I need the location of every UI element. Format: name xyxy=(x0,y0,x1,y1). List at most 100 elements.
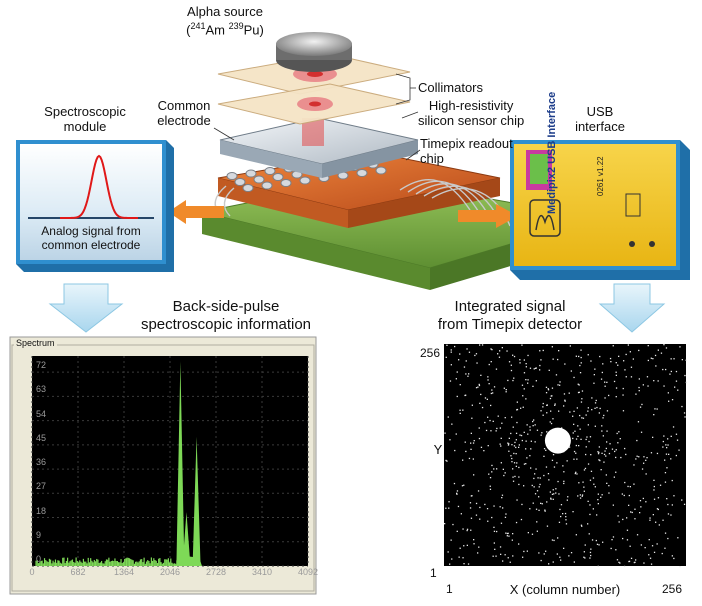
spectrum-y-tick: 9 xyxy=(36,529,42,540)
hit-pixel xyxy=(536,521,538,523)
hit-pixel xyxy=(472,458,474,460)
hit-pixel xyxy=(670,514,672,516)
hit-pixel xyxy=(558,493,560,495)
hit-pixel xyxy=(587,424,589,426)
spectrum-y-tick: 27 xyxy=(36,481,47,492)
hit-pixel xyxy=(487,416,489,418)
hit-pixel xyxy=(530,448,532,450)
hit-pixel xyxy=(479,402,481,404)
hit-pixel xyxy=(542,349,544,352)
hit-pixel xyxy=(615,396,617,398)
hit-pixel xyxy=(461,485,464,487)
hit-pixel xyxy=(445,356,447,358)
hit-pixel xyxy=(657,497,660,499)
hit-pixel xyxy=(454,345,456,348)
hit-pixel xyxy=(466,348,468,350)
hit-pixel xyxy=(479,344,481,346)
hit-pixel xyxy=(503,474,505,477)
hit-pixel xyxy=(657,349,659,351)
spectrum-grid xyxy=(31,356,309,567)
sensor-chip-label: High-resistivity silicon sensor chip xyxy=(418,98,524,128)
hit-pixel xyxy=(608,492,610,494)
hit-pixel xyxy=(466,529,468,532)
hit-pixel xyxy=(570,552,573,554)
hit-pixel xyxy=(472,442,475,444)
spectrum-y-tick: 0 xyxy=(36,554,42,564)
hit-pixel xyxy=(519,359,521,361)
hit-pixel xyxy=(468,457,471,460)
hit-pixel xyxy=(449,439,451,441)
hit-pixel xyxy=(456,492,458,494)
hit-pixel xyxy=(581,495,583,497)
hit-pixel xyxy=(493,468,495,470)
hit-pixel xyxy=(502,560,504,562)
hit-pixel xyxy=(522,395,524,397)
hit-pixel xyxy=(603,461,605,463)
hit-pixel xyxy=(492,392,494,394)
hit-pixel xyxy=(639,406,642,408)
hit-pixel xyxy=(601,494,603,496)
hit-pixel xyxy=(491,471,493,473)
hit-pixel xyxy=(664,547,666,549)
hit-pixel xyxy=(470,448,472,450)
hit-pixel xyxy=(580,401,583,403)
hit-pixel xyxy=(526,424,528,426)
hit-pixel xyxy=(478,437,481,440)
hit-pixel xyxy=(674,386,676,388)
alpha-source-disc xyxy=(276,32,352,72)
hit-pixel xyxy=(645,459,647,461)
hit-pixel xyxy=(638,349,640,352)
hit-pixel xyxy=(505,532,507,534)
hit-pixel xyxy=(583,469,586,471)
hit-pixel xyxy=(455,433,457,435)
hit-pixel xyxy=(579,494,581,496)
hit-pixel xyxy=(595,539,597,542)
hit-pixel xyxy=(638,378,640,380)
hit-pixel xyxy=(593,483,595,485)
hit-pixel xyxy=(456,395,458,398)
hit-pixel xyxy=(635,393,637,395)
hit-pixel xyxy=(662,440,664,443)
hit-pixel xyxy=(500,445,502,447)
backside-pulse-heading: Back-side-pulse spectroscopic informatio… xyxy=(126,298,326,334)
hit-pixel xyxy=(576,473,578,475)
hit-pixel xyxy=(484,421,486,424)
hit-map-pixels xyxy=(444,344,687,568)
hit-pixel xyxy=(536,530,538,532)
hit-pixel xyxy=(523,463,526,465)
hit-pixel xyxy=(649,517,651,519)
hit-pixel xyxy=(576,458,578,460)
hit-pixel xyxy=(520,407,522,409)
hit-pixel xyxy=(491,389,493,391)
hit-pixel xyxy=(450,364,452,366)
hit-pixel xyxy=(540,434,542,436)
hit-pixel xyxy=(470,442,472,444)
hit-pixel xyxy=(620,456,622,459)
hit-pixel xyxy=(519,434,521,436)
hit-pixel xyxy=(646,376,649,378)
hit-pixel xyxy=(578,355,580,358)
hit-pixel xyxy=(462,557,464,559)
hit-pixel xyxy=(531,484,533,487)
hit-pixel xyxy=(568,392,570,394)
hit-pixel xyxy=(615,471,617,473)
hit-pixel xyxy=(513,462,516,464)
hit-pixel xyxy=(670,370,672,373)
hit-pixel xyxy=(584,467,587,470)
hit-pixel xyxy=(611,539,613,541)
hit-pixel xyxy=(617,515,619,517)
hit-pixel xyxy=(557,358,559,361)
hit-pixel xyxy=(502,468,504,470)
hit-pixel xyxy=(626,529,629,531)
hit-pixel xyxy=(577,425,579,427)
hit-pixel xyxy=(606,410,609,412)
hit-pixel xyxy=(510,369,513,372)
spectro-line-2: module xyxy=(63,119,107,134)
hit-pixel xyxy=(584,557,586,559)
hit-pixel xyxy=(462,409,464,411)
hit-pixel xyxy=(468,351,471,353)
common-electrode-label: Common electrode xyxy=(144,98,224,128)
hit-pixel xyxy=(616,559,619,561)
hit-pixel xyxy=(516,499,518,501)
hit-pixel xyxy=(525,440,527,442)
